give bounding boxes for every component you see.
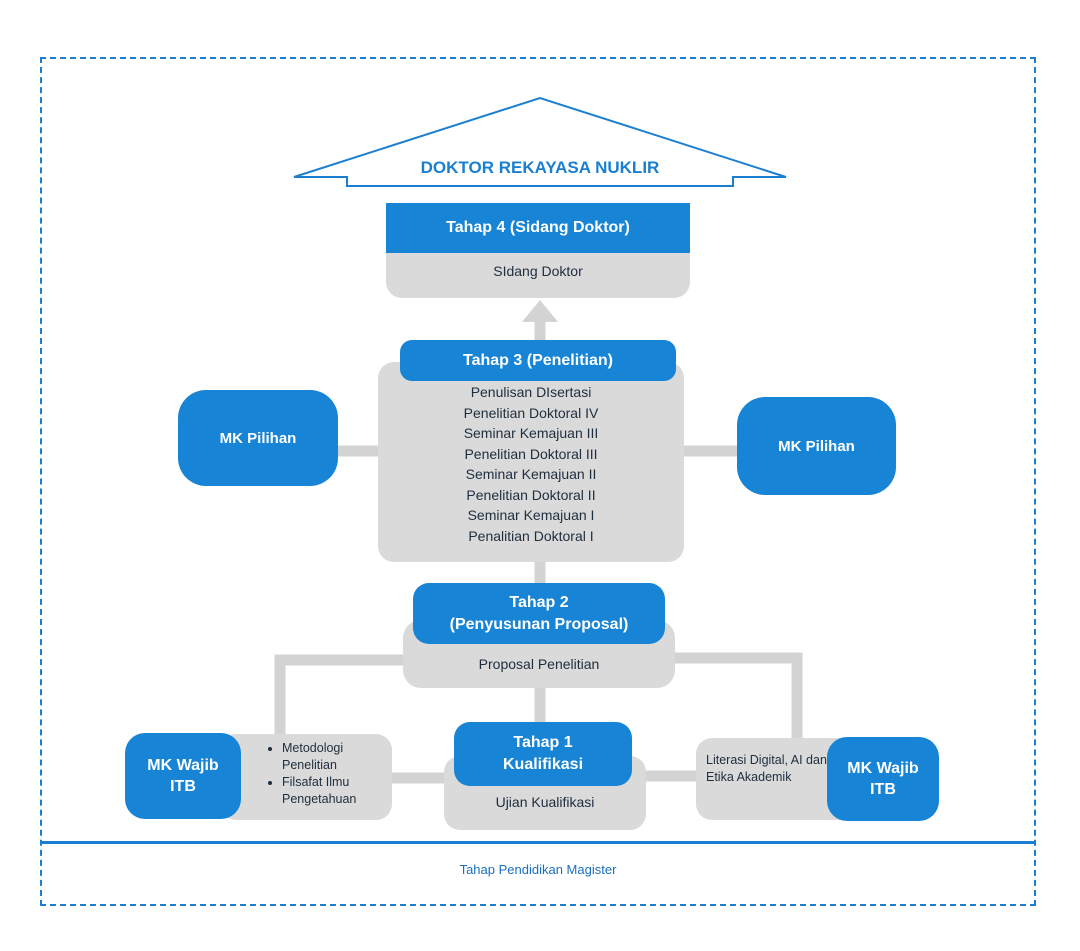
arrowhead-up (522, 300, 558, 322)
stage3-activity-item: Penelitian Doktoral IV (463, 404, 599, 421)
mk-wajib-left-course: Metodologi Penelitian (282, 740, 392, 774)
roof-outline (293, 96, 787, 187)
mk-wajib-right-line2: ITB (870, 781, 896, 798)
stage4-header: Tahap 4 (Sidang Doktor) (386, 203, 690, 253)
stage4-header-text: Tahap 4 (Sidang Doktor) (446, 219, 630, 236)
stage3-activity-item: Seminar Kemajuan II (465, 466, 597, 482)
mk-wajib-left-courses: Metodologi PenelitianFilsafat Ilmu Penge… (220, 734, 392, 820)
program-title: DOKTOR REKAYASA NUKLIR (420, 158, 660, 177)
mk-wajib-left-box: MK Wajib ITB (125, 733, 241, 819)
stage4-body-text: SIdang Doktor (493, 263, 583, 279)
diagram-frame (40, 57, 1036, 906)
stage3-activity-item: Penulisan DIsertasi (470, 384, 592, 400)
mk-wajib-right-text: Literasi Digital, AI dan Etika Akademik (706, 753, 827, 784)
connector-stage2-right (673, 652, 803, 738)
stage3-activity-item: Seminar Kemajuan I (467, 507, 595, 523)
elective-right-label: MK Pilihan (778, 437, 855, 455)
elective-right-box: MK Pilihan (737, 397, 896, 495)
stage1-header: Tahap 1 Kualifikasi (454, 722, 632, 786)
stage1-body-text: Ujian Kualifikasi (495, 794, 595, 810)
mk-wajib-left-course: Filsafat Ilmu Pengetahuan (282, 774, 392, 808)
stage2-header: Tahap 2 (Penyusunan Proposal) (413, 583, 665, 644)
mk-wajib-right-box: MK Wajib ITB (827, 737, 939, 821)
mk-wajib-left-line1: MK Wajib (147, 757, 219, 774)
stage3-header-text: Tahap 3 (Penelitian) (463, 351, 613, 369)
mk-wajib-left-list: Metodologi PenelitianFilsafat Ilmu Penge… (266, 740, 392, 808)
stage2-header-line2: (Penyusunan Proposal) (449, 615, 629, 633)
magister-stage-label: Tahap Pendidikan Magister (459, 862, 617, 877)
elective-left-box: MK Pilihan (178, 390, 338, 486)
stage3-activity-item: Penalitian Doktoral I (468, 527, 594, 544)
magister-divider (40, 841, 1036, 844)
stage3-activity-item: Penelitian Doktoral II (466, 486, 596, 503)
stage3-activity-item: Seminar Kemajuan III (463, 425, 599, 441)
stage3-activity-item: Penelitian Doktoral III (464, 445, 598, 462)
stage1-header-line2: Kualifikasi (502, 756, 584, 773)
stage3-header: Tahap 3 (Penelitian) (400, 340, 676, 381)
elective-left-label: MK Pilihan (219, 429, 297, 447)
stage1-header-line1: Tahap 1 (513, 734, 573, 751)
stage2-body-text: Proposal Penelitian (478, 656, 600, 672)
mk-wajib-right-line1: MK Wajib (847, 760, 919, 777)
mk-wajib-left-line2: ITB (170, 778, 196, 795)
connector-stage2-left (274, 654, 405, 738)
stage2-header-line1: Tahap 2 (509, 593, 569, 611)
